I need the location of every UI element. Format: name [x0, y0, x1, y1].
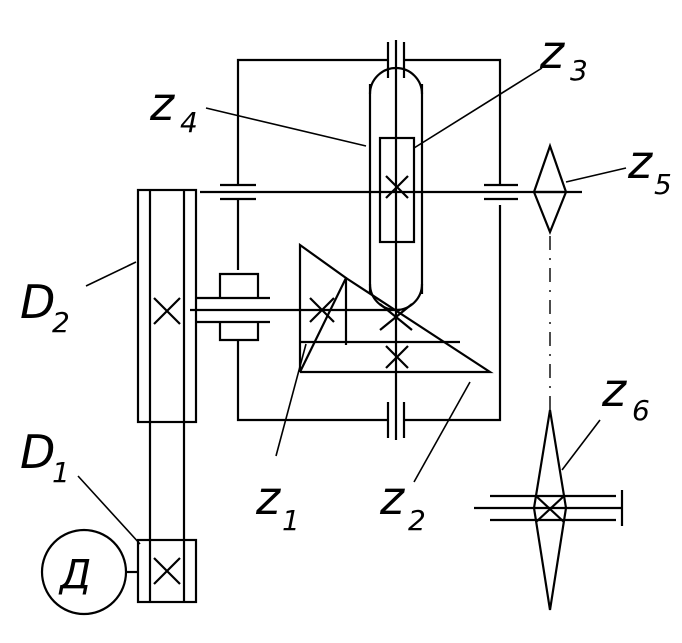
- svg-text:D: D: [20, 275, 55, 329]
- gear-z5: [532, 142, 568, 235]
- belt-pulley-d2: [136, 188, 198, 424]
- label-z1: z 1: [255, 471, 300, 537]
- svg-text:5: 5: [654, 168, 672, 201]
- motor: Д: [40, 528, 138, 616]
- bearing-top: [386, 42, 406, 78]
- leader-lines: [77, 67, 627, 545]
- bearing-left-upper: [220, 183, 256, 201]
- svg-text:z: z: [255, 471, 281, 525]
- svg-text:4: 4: [180, 106, 198, 139]
- svg-text:D: D: [20, 425, 55, 479]
- label-z5: z 5: [627, 135, 672, 201]
- bevel-gear-z1: [298, 242, 348, 373]
- label-z2: z 2: [379, 471, 426, 537]
- label-z4: z 4: [149, 77, 198, 139]
- belt: [148, 422, 186, 540]
- svg-text:z: z: [627, 135, 653, 189]
- svg-text:1: 1: [282, 504, 300, 537]
- svg-text:1: 1: [52, 456, 70, 489]
- housing-frame: [236, 58, 502, 422]
- bearing-right: [484, 183, 518, 201]
- svg-text:z: z: [379, 471, 405, 525]
- svg-text:z: z: [601, 363, 627, 417]
- svg-text:z: z: [539, 25, 565, 79]
- svg-text:3: 3: [570, 54, 588, 87]
- svg-text:6: 6: [632, 394, 650, 427]
- motor-label: Д: [58, 552, 91, 598]
- label-z6: z 6: [601, 363, 650, 427]
- svg-text:2: 2: [408, 504, 426, 537]
- belt-pulley-d1: [136, 538, 198, 604]
- bevel-gear-z2: [300, 277, 494, 374]
- worm-z3: [378, 136, 416, 244]
- label-d1: D 1: [20, 425, 70, 489]
- svg-text:2: 2: [52, 306, 70, 339]
- input-shaft: [190, 272, 300, 342]
- label-z3: z 3: [539, 25, 588, 87]
- label-d2: D 2: [20, 275, 70, 339]
- bearing-bottom: [386, 402, 406, 438]
- svg-text:z: z: [149, 77, 175, 131]
- gear-z6: [474, 409, 624, 611]
